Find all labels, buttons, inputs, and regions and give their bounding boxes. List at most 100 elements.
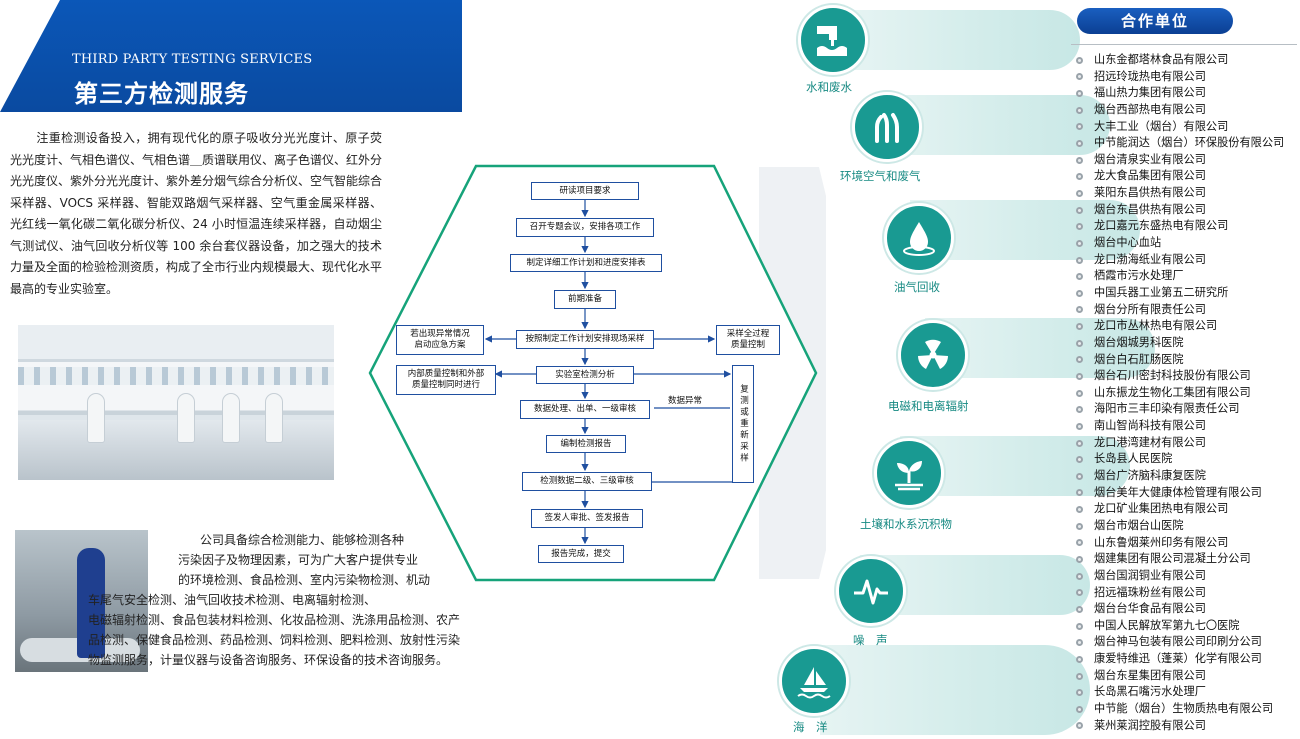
testing-process-flowchart: 研读项目要求 召开专题会议，安排各项工作 制定详细工作计划和进度安排表 前期准备… — [364, 162, 826, 584]
partner-name: 烟台分所有限责任公司 — [1094, 302, 1206, 316]
partner-name: 烟台台华食品有限公司 — [1094, 602, 1206, 616]
bullet-icon — [1076, 372, 1083, 380]
bullet-icon — [1076, 439, 1083, 447]
bullet-icon — [1076, 189, 1083, 197]
bullet-icon — [1076, 722, 1083, 730]
partner-name: 招远福珠粉丝有限公司 — [1094, 585, 1206, 599]
partner-name: 山东振龙生物化工集团有限公司 — [1094, 385, 1251, 399]
flow-step-9: 检测数据二级、三级审核 — [522, 472, 652, 491]
partner-name: 烟台东星集团有限公司 — [1094, 668, 1206, 682]
noise-service-badge — [836, 556, 906, 626]
partner-name: 烟台神马包装有限公司印刷分公司 — [1094, 635, 1262, 649]
partner-item: 烟台国润铜业有限公司 — [1076, 568, 1284, 585]
flow-step-11: 报告完成，提交 — [538, 545, 624, 563]
partner-item: 山东鲁烟莱州印务有限公司 — [1076, 535, 1284, 552]
header-banner: THIRD PARTY TESTING SERVICES 第三方检测服务 — [0, 0, 462, 112]
partner-item: 烟台西部热电有限公司 — [1076, 102, 1284, 119]
partner-name: 招远玲珑热电有限公司 — [1094, 69, 1206, 83]
bullet-icon — [1076, 472, 1083, 480]
capability-line: 的环境检测、食品检测、室内污染物检测、机动 — [178, 573, 431, 587]
flow-step-6: 实验室检测分析 — [536, 366, 634, 384]
flow-step-7: 数据处理、出单、一级审核 — [520, 400, 650, 419]
partner-name: 长岛黑石嘴污水处理厂 — [1094, 685, 1206, 699]
capability-paragraph: 公司具备综合检测能力、能够检测各种 污染因子及物理因素，可为广大客户提供专业 的… — [88, 530, 558, 670]
partner-item: 招远福珠粉丝有限公司 — [1076, 585, 1284, 602]
partner-item: 栖霞市污水处理厂 — [1076, 268, 1284, 285]
flow-internal-qc-box: 内部质量控制和外部质量控制同时进行 — [396, 365, 496, 395]
intro-paragraph: 注重检测设备投入，拥有现代化的原子吸收分光光度计、原子荧光光度计、气相色谱仪、气… — [10, 128, 382, 300]
bullet-icon — [1076, 539, 1083, 547]
partner-name: 龙口港湾建材有限公司 — [1094, 435, 1206, 449]
water-pipe-icon — [817, 26, 847, 56]
bullet-icon — [1076, 123, 1083, 131]
partner-item: 烟台分所有限责任公司 — [1076, 302, 1284, 319]
partner-item: 海阳市三丰印染有限责任公司 — [1076, 401, 1284, 418]
partner-item: 中节能润达（烟台）环保股份有限公司 — [1076, 135, 1284, 152]
bullet-icon — [1076, 489, 1083, 497]
partners-title: 合作单位 — [1077, 8, 1233, 34]
partner-item: 中国兵器工业第五二研究所 — [1076, 285, 1284, 302]
noise-wave-icon — [854, 579, 888, 605]
bullet-icon — [1076, 356, 1083, 364]
partner-item: 山东振龙生物化工集团有限公司 — [1076, 385, 1284, 402]
field-sampling-photo — [15, 530, 148, 672]
flow-abnormal-label: 数据异常 — [668, 396, 703, 406]
partner-name: 莱州莱润控股有限公司 — [1094, 718, 1206, 732]
partner-item: 福山热力集团有限公司 — [1076, 85, 1284, 102]
bullet-icon — [1076, 689, 1083, 697]
partner-item: 烟台白石肛肠医院 — [1076, 352, 1284, 369]
partner-item: 烟台石川密封科技股份有限公司 — [1076, 368, 1284, 385]
bullet-icon — [1076, 589, 1083, 597]
partner-name: 龙口渤海纸业有限公司 — [1094, 252, 1206, 266]
flow-step-2: 召开专题会议，安排各项工作 — [516, 218, 654, 237]
partner-item: 长岛黑石嘴污水处理厂 — [1076, 684, 1284, 701]
partner-name: 烟台市烟台山医院 — [1094, 518, 1184, 532]
service-label-oil: 油气回收 — [894, 280, 940, 294]
bullet-icon — [1076, 672, 1083, 680]
partner-item: 龙口渤海纸业有限公司 — [1076, 252, 1284, 269]
bullet-icon — [1076, 306, 1083, 314]
partner-item: 烟台美年大健康体检管理有限公司 — [1076, 485, 1284, 502]
bullet-icon — [1076, 273, 1083, 281]
flow-step-1: 研读项目要求 — [531, 182, 639, 200]
service-label-ocean: 海 洋 — [793, 720, 828, 734]
intro-text: 注重检测设备投入，拥有现代化的原子吸收分光光度计、原子荧光光度计、气相色谱仪、气… — [10, 131, 383, 296]
bullet-icon — [1076, 655, 1083, 663]
partner-name: 福山热力集团有限公司 — [1094, 86, 1206, 100]
banner-title-en: THIRD PARTY TESTING SERVICES — [72, 52, 313, 67]
bullet-icon — [1076, 506, 1083, 514]
bullet-icon — [1076, 422, 1083, 430]
bullet-icon — [1076, 605, 1083, 613]
partners-divider — [1071, 44, 1297, 45]
partner-name: 烟台烟城男科医院 — [1094, 335, 1184, 349]
service-label-soil: 土壤和水系沉积物 — [860, 517, 952, 531]
partner-name: 大丰工业（烟台）有限公司 — [1094, 119, 1229, 133]
capability-line: 品检测、保健食品检测、药品检测、饲料检测、肥料检测、放射性污染 — [88, 633, 461, 647]
service-label-radiation: 电磁和电离辐射 — [888, 399, 969, 413]
capability-line: 污染因子及物理因素，可为广大客户提供专业 — [178, 553, 419, 567]
capability-line: 车尾气安全检测、油气回收技术检测、电离辐射检测、 — [88, 593, 377, 607]
bullet-icon — [1076, 323, 1083, 331]
bullet-icon — [1076, 639, 1083, 647]
partner-item: 山东金都塔林食品有限公司 — [1076, 52, 1284, 69]
bullet-icon — [1076, 256, 1083, 264]
ocean-service-badge — [779, 646, 849, 716]
capability-line: 公司具备综合检测能力、能够检测各种 — [200, 533, 405, 547]
partner-item: 烟台广济脑科康复医院 — [1076, 468, 1284, 485]
partner-item: 烟建集团有限公司混凝土分公司 — [1076, 551, 1284, 568]
radiation-icon — [918, 339, 948, 369]
flow-step-10: 签发人审批、签发报告 — [531, 509, 643, 528]
banner-title-zh: 第三方检测服务 — [74, 80, 249, 108]
partner-item: 烟台市烟台山医院 — [1076, 518, 1284, 535]
partner-item: 龙大食品集团有限公司 — [1076, 168, 1284, 185]
partner-name: 中节能润达（烟台）环保股份有限公司 — [1094, 136, 1285, 150]
partner-name: 中国兵器工业第五二研究所 — [1094, 285, 1229, 299]
partner-name: 烟台国润铜业有限公司 — [1094, 568, 1206, 582]
bullet-icon — [1076, 622, 1083, 630]
partner-item: 烟台东昌供热有限公司 — [1076, 202, 1284, 219]
partner-name: 海阳市三丰印染有限责任公司 — [1094, 402, 1240, 416]
bullet-icon — [1076, 140, 1083, 148]
partner-name: 山东鲁烟莱州印务有限公司 — [1094, 535, 1229, 549]
sprout-icon — [895, 461, 923, 491]
bullet-icon — [1076, 223, 1083, 231]
